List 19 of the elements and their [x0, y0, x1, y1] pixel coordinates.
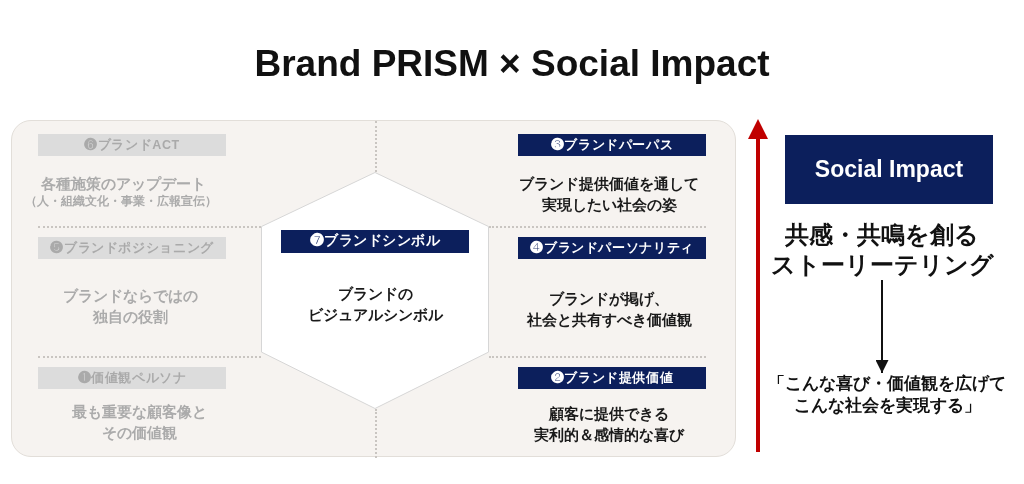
hexagon — [261, 172, 489, 409]
rounded-panel — [11, 120, 736, 457]
header-bar: ❷ブランド提供価値 — [518, 367, 706, 389]
header-bar: ❼ブランドシンボル — [281, 230, 469, 253]
note-text: （人・組織文化・事業・広報宣伝） — [25, 193, 217, 210]
description-text: 最も重要な顧客像とその価値観 — [71, 402, 207, 443]
header-bar: ❹ブランドパーソナリティ — [518, 237, 706, 259]
description-text: ブランドが掲げ、社会と共有すべき価値観 — [526, 289, 692, 330]
header-bar: ❸ブランドパーパス — [518, 134, 706, 156]
quote-text: 「こんな喜び・価値観を広げてこんな社会を実現する」 — [768, 373, 1006, 417]
header-box: Social Impact — [785, 135, 993, 204]
arrow — [875, 279, 889, 374]
heading-text: 共感・共鳴を創るストーリーテリング — [770, 220, 994, 280]
description-text: ブランドのビジュアルシンボル — [307, 284, 443, 325]
description-text: 各種施策のアップデート — [40, 174, 206, 194]
description-text: ブランド提供価値を通して実現したい社会の姿 — [519, 174, 699, 215]
title: Brand PRISM × Social Impact — [254, 42, 770, 86]
description-text: ブランドならではの独自の役割 — [62, 286, 198, 327]
description-text: 顧客に提供できる実利的＆感情的な喜び — [534, 404, 684, 445]
